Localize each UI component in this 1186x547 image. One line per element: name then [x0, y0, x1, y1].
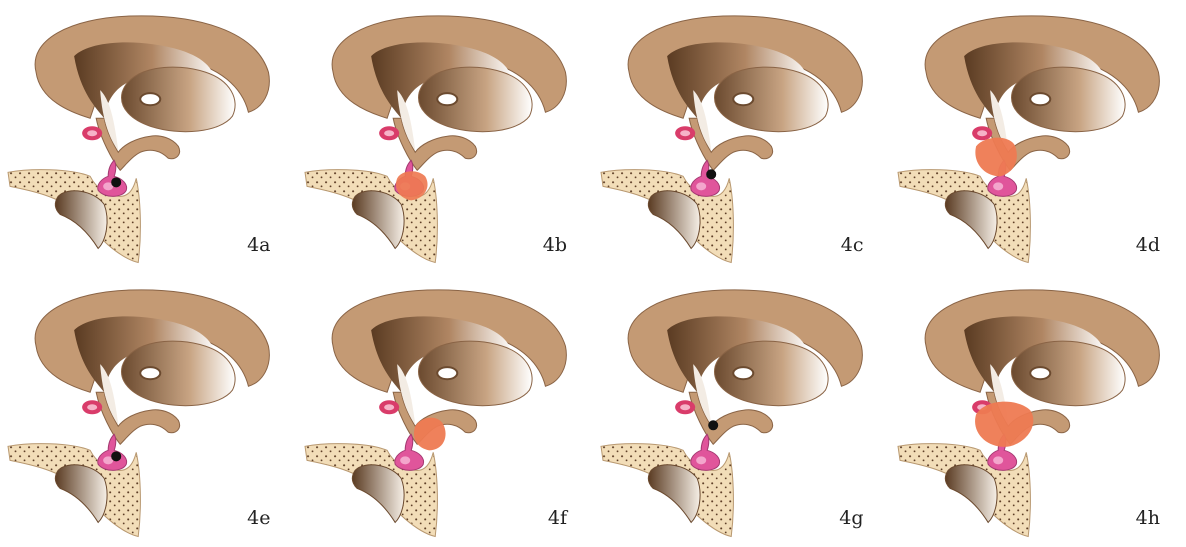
brain-diagram — [297, 274, 594, 547]
interthalamic-adhesion — [733, 367, 753, 379]
sphenoid-sinus — [55, 464, 107, 522]
panel-label: 4a — [247, 234, 270, 256]
panel-label: 4e — [247, 507, 270, 529]
lesion-dot — [111, 451, 121, 461]
pituitary-highlight — [696, 456, 706, 464]
panel-label: 4g — [839, 507, 863, 529]
brain-diagram — [593, 274, 890, 547]
panel-4b: 4b — [297, 0, 594, 274]
interthalamic-adhesion — [140, 367, 160, 379]
pituitary-highlight — [696, 182, 706, 190]
lesion-dot — [111, 177, 121, 187]
vessel-lumen — [87, 404, 97, 410]
thalamus — [1011, 341, 1125, 406]
interthalamic-adhesion — [733, 93, 753, 105]
vessel-lumen — [977, 130, 987, 136]
brain-diagram — [0, 274, 297, 547]
thalamus — [1011, 67, 1125, 132]
interthalamic-adhesion — [437, 93, 457, 105]
lesion-mass — [975, 138, 1016, 177]
pituitary-highlight — [400, 456, 410, 464]
panel-4d: 4d — [890, 0, 1186, 274]
sphenoid-sinus — [648, 464, 700, 522]
brain-diagram — [890, 274, 1186, 547]
brain-diagram — [890, 0, 1186, 274]
panel-label: 4f — [548, 507, 567, 529]
vessel-lumen — [384, 130, 394, 136]
thalamus — [122, 341, 236, 406]
brain-diagram — [0, 0, 297, 274]
thalamus — [418, 67, 532, 132]
sphenoid-sinus — [945, 464, 997, 522]
panel-4g: 4g — [593, 274, 890, 547]
lesion-mass — [413, 417, 445, 450]
panel-label: 4d — [1136, 234, 1160, 256]
thalamus — [418, 341, 532, 406]
panel-label: 4c — [841, 234, 864, 256]
panel-4h: 4h — [890, 274, 1186, 547]
panel-label: 4b — [543, 234, 567, 256]
vessel-lumen — [680, 404, 690, 410]
sphenoid-sinus — [352, 191, 404, 249]
sphenoid-sinus — [55, 191, 107, 249]
interthalamic-adhesion — [1030, 93, 1050, 105]
panel-4f: 4f — [297, 274, 594, 547]
brain-diagram — [297, 0, 594, 274]
thalamus — [715, 341, 829, 406]
panel-4e: 4e — [0, 274, 297, 547]
interthalamic-adhesion — [1030, 367, 1050, 379]
vessel-lumen — [680, 130, 690, 136]
lesion-dot — [706, 169, 716, 179]
panel-label: 4h — [1136, 507, 1160, 529]
vessel-lumen — [384, 404, 394, 410]
brain-diagram — [593, 0, 890, 274]
pituitary-highlight — [993, 182, 1003, 190]
panel-4a: 4a — [0, 0, 297, 274]
interthalamic-adhesion — [437, 367, 457, 379]
vessel-lumen — [87, 130, 97, 136]
sphenoid-sinus — [945, 191, 997, 249]
lesion-mass — [975, 401, 1033, 446]
pituitary-highlight — [993, 456, 1003, 464]
panel-4c: 4c — [593, 0, 890, 274]
thalamus — [715, 67, 829, 132]
sphenoid-sinus — [352, 464, 404, 522]
interthalamic-adhesion — [140, 93, 160, 105]
lesion-dot — [708, 420, 718, 430]
sphenoid-sinus — [648, 191, 700, 249]
thalamus — [122, 67, 236, 132]
